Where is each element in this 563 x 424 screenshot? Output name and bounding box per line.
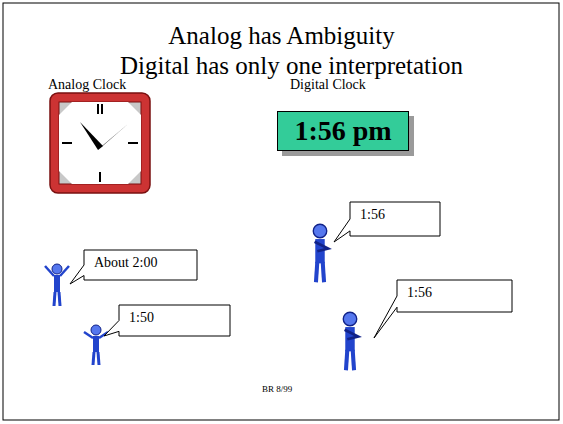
person-figure (45, 264, 69, 306)
speech-text: 1:50 (129, 310, 220, 326)
footer-note: BR 8/99 (262, 384, 292, 394)
speech-bubble: About 2:00 (84, 250, 197, 280)
digital-clock: 1:56 pm (277, 111, 409, 151)
bubble-shape (334, 202, 440, 242)
speech-text: 1:56 (407, 285, 502, 301)
slide-subtitle: Digital has only one interpretation (10, 52, 563, 80)
bubble-shape (70, 250, 197, 284)
speech-text: About 2:00 (94, 255, 187, 271)
speech-bubble: 1:50 (119, 305, 230, 336)
speech-bubble: 1:56 (350, 202, 440, 236)
clock-reading: 1:56 pm (292, 115, 394, 147)
analog-clock (50, 93, 150, 193)
bubble-shape (374, 280, 512, 338)
clock-caption: Digital Clock (290, 77, 366, 93)
clock-caption: Analog Clock (48, 77, 126, 93)
speech-bubble: 1:56 (397, 280, 512, 312)
bubble-shape (104, 305, 230, 336)
speech-text: 1:56 (360, 207, 430, 223)
person-figure (343, 312, 358, 370)
slide-title: Analog has Ambiguity (0, 22, 563, 50)
person-figure (313, 224, 328, 282)
person-figure (84, 325, 108, 365)
